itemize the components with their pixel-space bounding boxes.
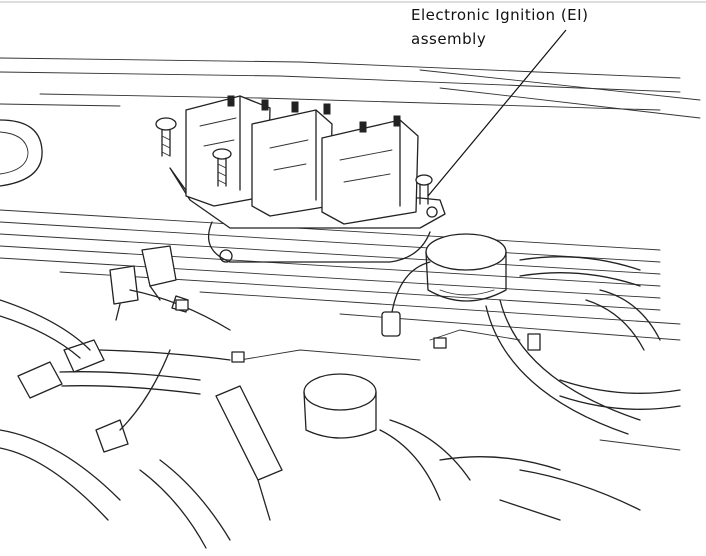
mounting-bolt [415, 174, 433, 205]
callout-label-line1: Electronic Ignition (EI) [411, 6, 589, 24]
vacuum-canister [425, 233, 507, 302]
hood-edge-lines [0, 57, 701, 119]
callout-label-line2: assembly [411, 30, 487, 48]
mounting-bolt [155, 117, 177, 157]
spark-plug-wires [0, 289, 231, 521]
callout-leader-line [427, 29, 567, 197]
ignition-assembly [155, 95, 446, 263]
left-round-component [0, 119, 43, 187]
valve-cover-ribs [0, 209, 681, 341]
hose-connector [381, 261, 431, 337]
lower-right-components [499, 379, 681, 521]
vacuum-hoses [485, 256, 661, 435]
mounting-bolt [212, 148, 232, 187]
lower-engine-components [139, 299, 561, 549]
